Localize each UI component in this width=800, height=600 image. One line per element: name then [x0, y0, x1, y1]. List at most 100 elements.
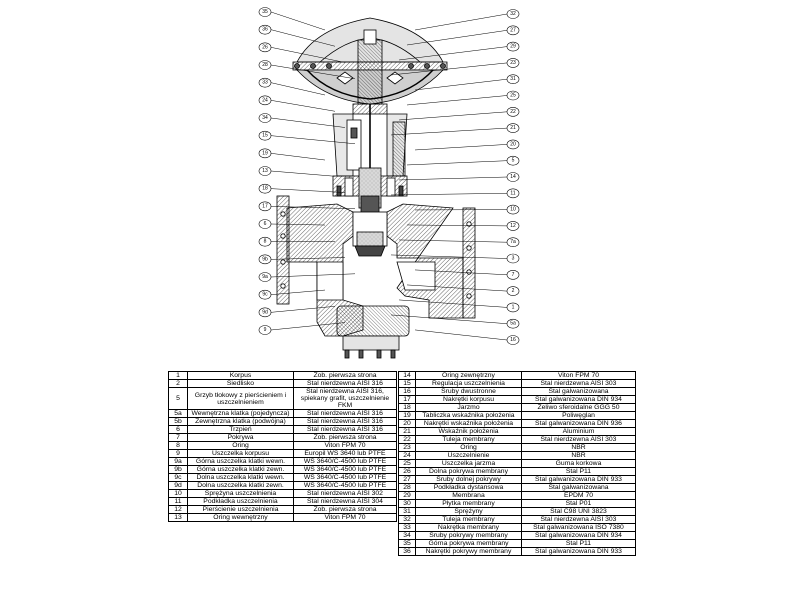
- part-material: Stal nierdzewna AISI 303: [521, 435, 636, 444]
- callout-balloon: [258, 325, 272, 335]
- callout-label: 7: [512, 272, 515, 278]
- part-number: 32: [398, 515, 416, 524]
- leader-line: [390, 127, 508, 136]
- part-number: 35: [398, 539, 416, 548]
- valve-body: [276, 185, 476, 359]
- part-number: 27: [398, 475, 416, 484]
- callout-label: 34: [262, 115, 268, 121]
- callout-balloon: [258, 113, 272, 123]
- callout-balloon: [506, 221, 520, 231]
- callout-label: 15: [262, 133, 268, 139]
- part-material: Stal P11: [521, 539, 636, 548]
- part-name: Membrana: [415, 491, 522, 500]
- part-name: Nakrętki pokrywy membrany: [415, 547, 522, 556]
- part-number: 29: [398, 491, 416, 500]
- leader-line: [414, 329, 508, 341]
- part-name: Tabliczka wskaźnika położenia: [415, 411, 522, 420]
- leader-line: [270, 153, 326, 161]
- callout-label: 5: [512, 158, 515, 164]
- leader-line: [270, 82, 326, 96]
- part-name: Nakrętki korpusu: [415, 395, 522, 404]
- part-name: Oring zewnętrzny: [415, 371, 522, 380]
- leader-line: [270, 100, 336, 112]
- leader-line: [398, 176, 508, 181]
- callout-label: 36: [262, 27, 268, 33]
- callout-label: 3: [512, 256, 515, 262]
- part-number: 15: [398, 379, 416, 388]
- part-material: Stal nierdzewna AISI 302: [293, 489, 397, 498]
- part-material: Żeliwo sferoidalne GGG 50: [521, 403, 636, 412]
- callout-label: 29: [510, 44, 516, 50]
- callout-balloon: [258, 219, 272, 229]
- callout-balloon: [506, 188, 520, 199]
- part-name: Śruby dwustronne: [415, 387, 522, 396]
- part-number: 9: [168, 449, 188, 458]
- callout-balloon: [258, 24, 272, 35]
- part-name: Jarzmo: [415, 403, 522, 412]
- part-material: Zob. pierwsza strona: [293, 371, 397, 380]
- callout-label: 23: [510, 60, 516, 66]
- part-name: Nakrętki wskaźnika położenia: [415, 419, 522, 428]
- part-material: Stal nierdzewna AISI 304: [293, 497, 397, 506]
- part-material: Stal galwanizowana: [521, 387, 636, 396]
- callout-balloon: [258, 42, 272, 53]
- part-name: Śruby dolnej pokrywy: [415, 475, 522, 484]
- callout-label: 11: [510, 190, 515, 196]
- part-number: 9c: [168, 473, 188, 482]
- callout-balloon: [506, 58, 520, 68]
- leader-line: [406, 284, 508, 292]
- part-number: 16: [398, 387, 416, 396]
- part-material: Stal C98 UNI 3823: [521, 507, 636, 516]
- part-material: Viton FPM 70: [293, 513, 397, 522]
- part-name: Dolna uszczelka klatki zewn.: [187, 481, 294, 490]
- callout-label: 21: [510, 125, 516, 131]
- part-number: 1: [168, 371, 188, 380]
- part-number: 8: [168, 441, 188, 450]
- callout-balloon: [258, 289, 272, 300]
- part-number: 20: [398, 419, 416, 428]
- part-number: 25: [398, 459, 416, 468]
- part-material: EPDM 70: [521, 491, 636, 500]
- leader-line: [270, 11, 326, 31]
- callout-label: 28: [262, 62, 268, 68]
- part-material: Zob. pierwsza strona: [293, 505, 397, 514]
- part-number: 9b: [168, 465, 188, 474]
- part-material: Zob. pierwsza strona: [293, 433, 397, 442]
- callout-label: 1: [512, 304, 515, 310]
- part-name: Dolna uszczelka klatki wewn.: [187, 473, 294, 482]
- callout-balloon: [258, 307, 272, 318]
- callout-label: 9a: [262, 274, 268, 280]
- diaphragm-actuator: [292, 17, 448, 105]
- part-number: 22: [398, 435, 416, 444]
- callout-balloon: [258, 148, 272, 159]
- bonnet: [332, 167, 408, 215]
- part-material: WS 3640/C-4500 lub PTFE: [293, 457, 397, 466]
- part-number: 13: [168, 513, 188, 522]
- leader-line: [390, 62, 508, 76]
- leader-line: [270, 135, 356, 145]
- leader-line: [414, 269, 508, 276]
- part-material: Stal nierdzewna AISI 316: [293, 409, 397, 418]
- part-number: 5b: [168, 417, 188, 426]
- part-name: Sprężyny: [415, 507, 522, 516]
- leader-line: [270, 206, 356, 210]
- callout-balloon: [506, 9, 520, 19]
- callout-label: 33: [262, 80, 268, 86]
- part-material: Stal P01: [521, 499, 636, 508]
- part-material: Stal galwanizowana DIN 936: [521, 419, 636, 428]
- leader-line: [414, 144, 508, 151]
- leader-line: [270, 223, 326, 226]
- part-name: Podkładka dystansowa: [415, 483, 522, 492]
